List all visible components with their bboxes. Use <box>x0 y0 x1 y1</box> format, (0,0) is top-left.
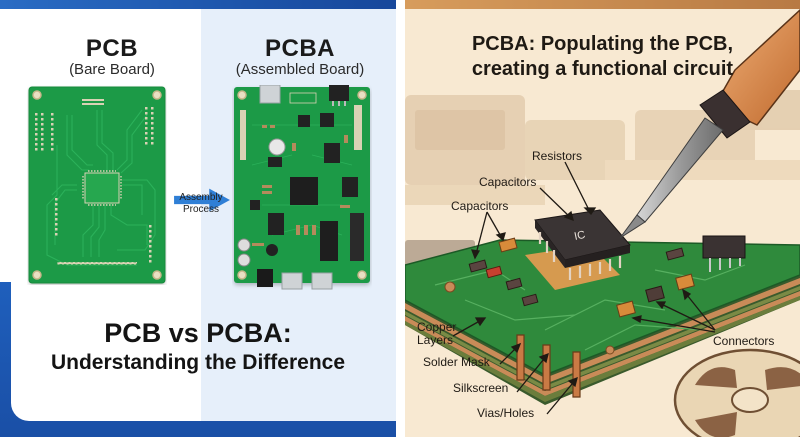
pcb-cross-section <box>405 239 800 405</box>
bare-pcb-image <box>28 86 166 284</box>
title-line1: PCBA: Populating the PCB, <box>471 33 734 55</box>
pcba-illustration-panel: IC <box>405 0 800 437</box>
assembly-process-label: Assembly Process <box>163 192 239 216</box>
subheadline: Understanding the Difference <box>50 351 346 374</box>
headline: PCB vs PCBA: <box>104 318 292 348</box>
callout-silkscreen: Silkscreen <box>453 381 509 395</box>
assembly-label-line2: Process <box>182 204 220 215</box>
pcba-title: PCBA <box>264 35 335 62</box>
copper-label-line1: Copper <box>417 320 457 334</box>
component-reel-bottom <box>673 348 800 437</box>
callout-solder-mask: Solder Mask <box>423 355 490 369</box>
pcb-vs-pcba-panel: PCB (Bare Board) PCBA (Assembled Board) <box>0 0 396 437</box>
callout-connectors: Connectors <box>713 334 775 348</box>
pcba-subtitle: (Assembled Board) <box>235 61 365 78</box>
svg-text:IC: IC <box>573 229 586 243</box>
pcb-title: PCB <box>85 35 139 62</box>
callout-capacitors-lower: Capacitors <box>451 199 509 213</box>
top-accent-bar <box>0 0 396 9</box>
ic-chip: IC <box>525 209 631 290</box>
callout-vias-holes: Vias/Holes <box>477 406 535 420</box>
callout-capacitors-upper: Capacitors <box>479 175 537 189</box>
callout-copper-layers: Copper Layers <box>417 321 456 347</box>
soldering-iron <box>619 8 800 239</box>
copper-label-line2: Layers <box>417 333 454 347</box>
title-line2: creating a functional circuit <box>471 58 734 80</box>
pcba-illustration: IC <box>405 8 800 437</box>
illustration-title: PCBA: Populating the PCB, creating a fun… <box>405 32 800 82</box>
callout-resistors: Resistors <box>532 149 583 163</box>
panel-divider <box>396 0 405 437</box>
assembled-pcba-image <box>234 85 370 290</box>
pcb-subtitle: (Bare Board) <box>69 61 155 78</box>
assembly-arrow-icon <box>174 188 230 212</box>
top-accent-bar <box>405 0 800 9</box>
smd-components <box>468 235 746 318</box>
assembly-label-line1: Assembly <box>179 192 223 203</box>
